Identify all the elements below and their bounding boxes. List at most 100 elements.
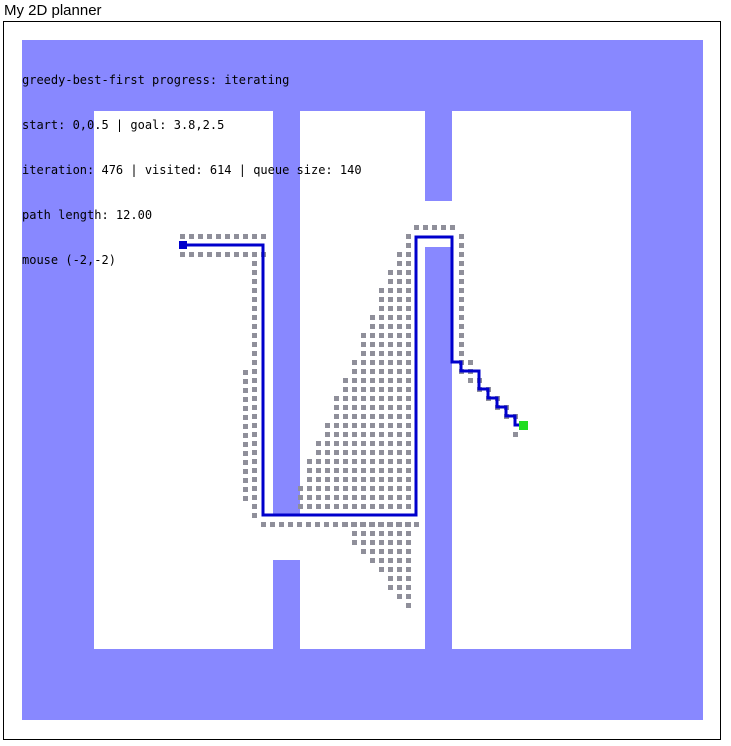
visited-cell [397, 486, 402, 491]
visited-cell [243, 424, 248, 429]
visited-cell [459, 261, 464, 266]
visited-cell [379, 306, 384, 311]
visited-cell [406, 243, 411, 248]
visited-cell [307, 477, 312, 482]
visited-cell [252, 486, 257, 491]
visited-cell [468, 378, 473, 383]
visited-cell [243, 460, 248, 465]
visited-cell [397, 477, 402, 482]
visited-cell [189, 234, 194, 239]
visited-cell [361, 378, 366, 383]
visited-cell [370, 369, 375, 374]
visited-cell [325, 477, 330, 482]
visited-cell [252, 261, 257, 266]
visited-cell [406, 603, 411, 608]
visited-cell [379, 459, 384, 464]
visited-cell [243, 415, 248, 420]
visited-cell [379, 333, 384, 338]
visited-cell [361, 342, 366, 347]
visited-cell [388, 279, 393, 284]
visited-cell [252, 378, 257, 383]
visited-cell [352, 378, 357, 383]
start-marker [179, 241, 187, 249]
visited-cell [388, 558, 393, 563]
path-length-text: path length: 12.00 [22, 208, 153, 222]
visited-cell [406, 423, 411, 428]
visited-cell [252, 342, 257, 347]
visited-cell [361, 495, 366, 500]
visited-cell [352, 522, 357, 527]
visited-cell [379, 540, 384, 545]
visited-cell [397, 522, 402, 527]
visited-cell [397, 549, 402, 554]
visited-cell [189, 252, 194, 257]
visited-cell [379, 423, 384, 428]
visited-cell [406, 270, 411, 275]
visited-cell [379, 441, 384, 446]
visited-cell [397, 351, 402, 356]
visited-cell [243, 451, 248, 456]
visited-cell [361, 549, 366, 554]
visited-cell [459, 306, 464, 311]
visited-cell [370, 423, 375, 428]
visited-cell [243, 406, 248, 411]
mouse-position-text: mouse (-2,-2) [22, 253, 116, 267]
visited-cell [379, 288, 384, 293]
visited-cell [406, 459, 411, 464]
visited-cell [406, 576, 411, 581]
visited-cell [252, 405, 257, 410]
visited-cell [379, 378, 384, 383]
visited-cell [379, 450, 384, 455]
visited-cell [379, 315, 384, 320]
visited-cell [379, 558, 384, 563]
visited-cell [379, 414, 384, 419]
visited-cell [388, 405, 393, 410]
visited-cell [252, 270, 257, 275]
visited-cell [397, 504, 402, 509]
visited-cell [370, 477, 375, 482]
visited-cell [379, 387, 384, 392]
visited-cell [388, 369, 393, 374]
visited-cell [343, 396, 348, 401]
visited-cell [252, 288, 257, 293]
visited-cell [406, 495, 411, 500]
visited-cell [343, 468, 348, 473]
visited-cell [334, 477, 339, 482]
visited-cell [216, 234, 221, 239]
visited-cell [370, 378, 375, 383]
visited-cell [316, 486, 321, 491]
visited-cell [343, 477, 348, 482]
visited-cell [243, 388, 248, 393]
visited-cell [397, 288, 402, 293]
visited-cell [370, 504, 375, 509]
visited-cell [370, 495, 375, 500]
visited-cell [316, 468, 321, 473]
visited-cell [406, 315, 411, 320]
visited-cell [397, 405, 402, 410]
visited-cell [388, 540, 393, 545]
visited-cell [207, 234, 212, 239]
visited-cell [370, 468, 375, 473]
visited-cell [468, 360, 473, 365]
visited-cell [397, 333, 402, 338]
visited-cell [379, 324, 384, 329]
visited-cell [406, 558, 411, 563]
visited-cell [361, 477, 366, 482]
visited-cell [316, 495, 321, 500]
visited-cell [352, 531, 357, 536]
visited-cell [406, 333, 411, 338]
visited-cell [406, 477, 411, 482]
visited-cell [352, 405, 357, 410]
visited-cell [397, 360, 402, 365]
visited-cell [180, 234, 185, 239]
visited-cell [406, 234, 411, 239]
visited-cell [252, 306, 257, 311]
visited-cells [180, 225, 518, 608]
visited-cell [459, 288, 464, 293]
visited-cell [379, 477, 384, 482]
visited-cell [397, 594, 402, 599]
iteration-stats-text: iteration: 476 | visited: 614 | queue si… [22, 163, 362, 177]
visited-cell [388, 324, 393, 329]
visited-cell [397, 495, 402, 500]
